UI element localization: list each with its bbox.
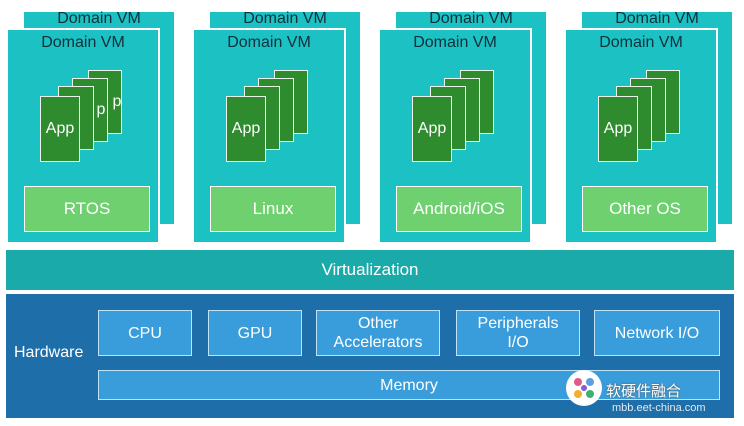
app-label: App (45, 120, 75, 137)
domain-vm-4: Domain VM App Other OS (564, 28, 718, 244)
hw-label: Memory (380, 376, 438, 394)
hw-memory: Memory (98, 370, 720, 400)
app-card: App (598, 96, 638, 162)
watermark-text: 软硬件融合 (606, 383, 682, 400)
os-box: Linux (210, 186, 336, 232)
hw-other-accelerators: Other Accelerators (316, 310, 440, 356)
os-label: Linux (252, 199, 294, 218)
vm-title: Domain VM (57, 10, 141, 27)
app-label: App (417, 120, 447, 137)
app-card: App (226, 96, 266, 162)
vm-title: Domain VM (41, 34, 125, 51)
virtualization-label: Virtualization (321, 260, 419, 279)
vm-title: Domain VM (243, 10, 327, 27)
vm-title: Domain VM (429, 10, 513, 27)
vm-title: Domain VM (227, 34, 311, 51)
os-box: Other OS (582, 186, 708, 232)
hardware-label: Hardware (14, 344, 84, 361)
hw-peripherals-io: Peripherals I/O (456, 310, 580, 356)
watermark-url: mbb.eet-china.com (612, 402, 706, 414)
os-box: Android/iOS (396, 186, 522, 232)
os-label: RTOS (63, 199, 111, 218)
app-label: App (603, 120, 633, 137)
hw-label: CPU (128, 324, 162, 342)
os-box: RTOS (24, 186, 150, 232)
hw-label: Other Accelerators (333, 315, 423, 351)
app-card: App (40, 96, 80, 162)
watermark-logo-icon (566, 370, 602, 406)
virtualization-layer: Virtualization (6, 250, 734, 290)
hw-cpu: CPU (98, 310, 192, 356)
hw-network-io: Network I/O (594, 310, 720, 356)
domain-vm-3: Domain VM App Android/iOS (378, 28, 532, 244)
app-card: App (412, 96, 452, 162)
os-label: Other OS (609, 199, 681, 218)
hw-label: GPU (237, 324, 273, 342)
os-label: Android/iOS (413, 199, 505, 218)
vm-title: Domain VM (615, 10, 699, 27)
vm-title: Domain VM (599, 34, 683, 51)
hw-label: Peripherals I/O (477, 315, 559, 351)
hw-gpu: GPU (208, 310, 302, 356)
domain-vm-2: Domain VM App Linux (192, 28, 346, 244)
vm-title: Domain VM (413, 34, 497, 51)
domain-vm-1: Domain VM p p App RTOS (6, 28, 160, 244)
hw-label: Network I/O (614, 324, 700, 342)
app-label: App (231, 120, 261, 137)
